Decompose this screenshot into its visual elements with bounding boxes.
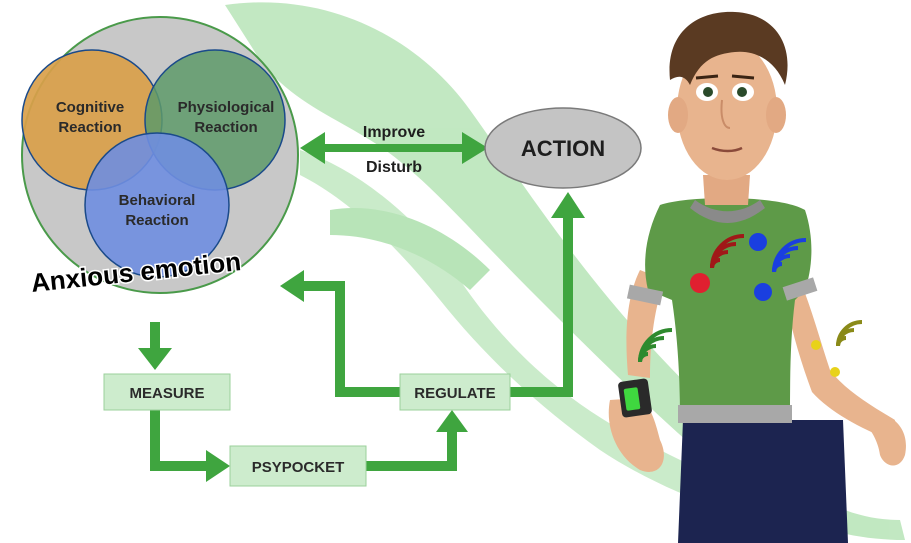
collar [690,200,765,223]
right-hand [862,410,906,466]
behavioral-label-line2: Reaction [125,212,188,229]
wristband-icon [618,378,652,418]
wifi-signal-icon-red [710,234,745,269]
wifi-signal-icon-olive [836,320,863,347]
right-sleeve-band [782,277,818,301]
arrow-measure-to-psypocket [150,410,230,482]
behavioral-circle [84,132,230,278]
left-eyebrow [695,74,719,80]
wifi-signal-icon-blue [772,238,807,273]
character-figure [608,11,906,543]
sensor-blue-dot-top [749,233,767,251]
improve-disturb-arrow: Improve Disturb [300,124,488,176]
regulate-box: REGULATE [399,373,511,411]
improve-label: Improve [363,124,425,141]
venn-diagram: Cognitive Reaction Physiological Reactio… [21,16,299,299]
shirt-hem-band [678,405,792,423]
sensor-red-dot [690,273,710,293]
psypocket-label: PSYPOCKET [252,459,345,476]
right-ear [766,97,786,133]
arrow-psypocket-to-regulate [366,410,468,471]
arrow-regulate-to-action [510,192,585,397]
left-sleeve-band [626,284,664,306]
physiological-label-line2: Reaction [194,119,257,136]
right-pupil [737,87,747,97]
head [677,40,777,180]
neck [703,175,750,205]
measure-box: MEASURE [103,373,231,411]
regulate-label: REGULATE [414,385,495,402]
hair [669,11,788,85]
sensors [690,233,840,377]
right-arm [785,280,895,440]
left-ear [668,97,688,133]
action-node: ACTION [484,107,642,189]
pants [678,420,848,543]
right-eyebrow [731,74,755,80]
sensor-blue-dot-bottom [754,283,772,301]
sensor-yellow-dot-2 [830,367,840,377]
cognitive-label-line2: Reaction [58,119,121,136]
left-pupil [703,87,713,97]
psypocket-box: PSYPOCKET [229,445,367,487]
arrow-regulate-to-emotion [280,270,400,397]
behavioral-label-line1: Behavioral [119,192,196,209]
action-label: ACTION [521,136,605,161]
physiological-label-line1: Physiological [178,99,275,116]
sensor-yellow-dot-1 [811,340,821,350]
arrow-emotion-to-measure [138,322,172,370]
mouth [711,146,743,153]
measure-label: MEASURE [129,385,204,402]
left-hand [608,398,664,472]
shirt [645,198,812,420]
wifi-signal-icon-green [638,328,673,363]
cognitive-label-line1: Cognitive [56,99,124,116]
disturb-label: Disturb [366,159,422,176]
nose [720,99,731,129]
